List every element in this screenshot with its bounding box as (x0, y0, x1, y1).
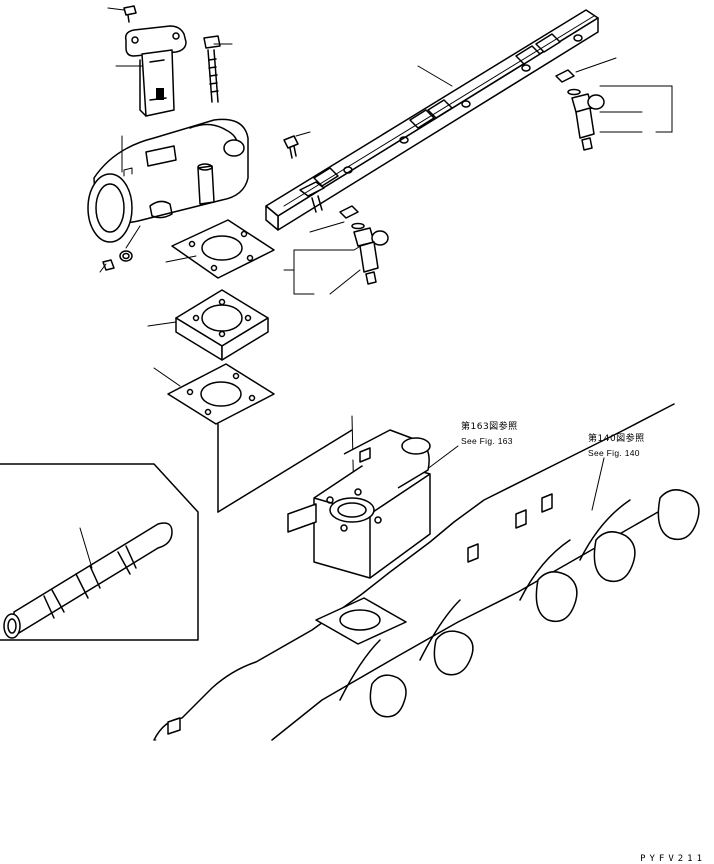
gasket-upper (171, 219, 275, 279)
long-bolt (203, 35, 221, 103)
pipe-detail (0, 463, 199, 641)
ref-label-jp-140: 第140図参照 (588, 434, 645, 444)
drawing-code: PYFV211 (640, 854, 706, 864)
screw-top-small (123, 5, 137, 23)
throttle-body (87, 118, 249, 243)
air-flow-sensor (124, 25, 187, 117)
intake-manifold (153, 403, 700, 741)
rail-stud (311, 195, 323, 213)
ref-label-jp-163: 第163図参照 (461, 422, 518, 432)
spacer-block (175, 289, 269, 361)
injector-center (339, 205, 389, 285)
rail-bolt (283, 135, 299, 159)
intake-connector (287, 429, 431, 579)
gasket-lower (167, 363, 275, 425)
fuel-rail (265, 9, 599, 231)
small-plug (102, 250, 133, 271)
injector-right (555, 69, 605, 151)
ref-label-en-163: See Fig. 163 (461, 436, 513, 446)
ref-label-en-140: See Fig. 140 (588, 448, 640, 458)
